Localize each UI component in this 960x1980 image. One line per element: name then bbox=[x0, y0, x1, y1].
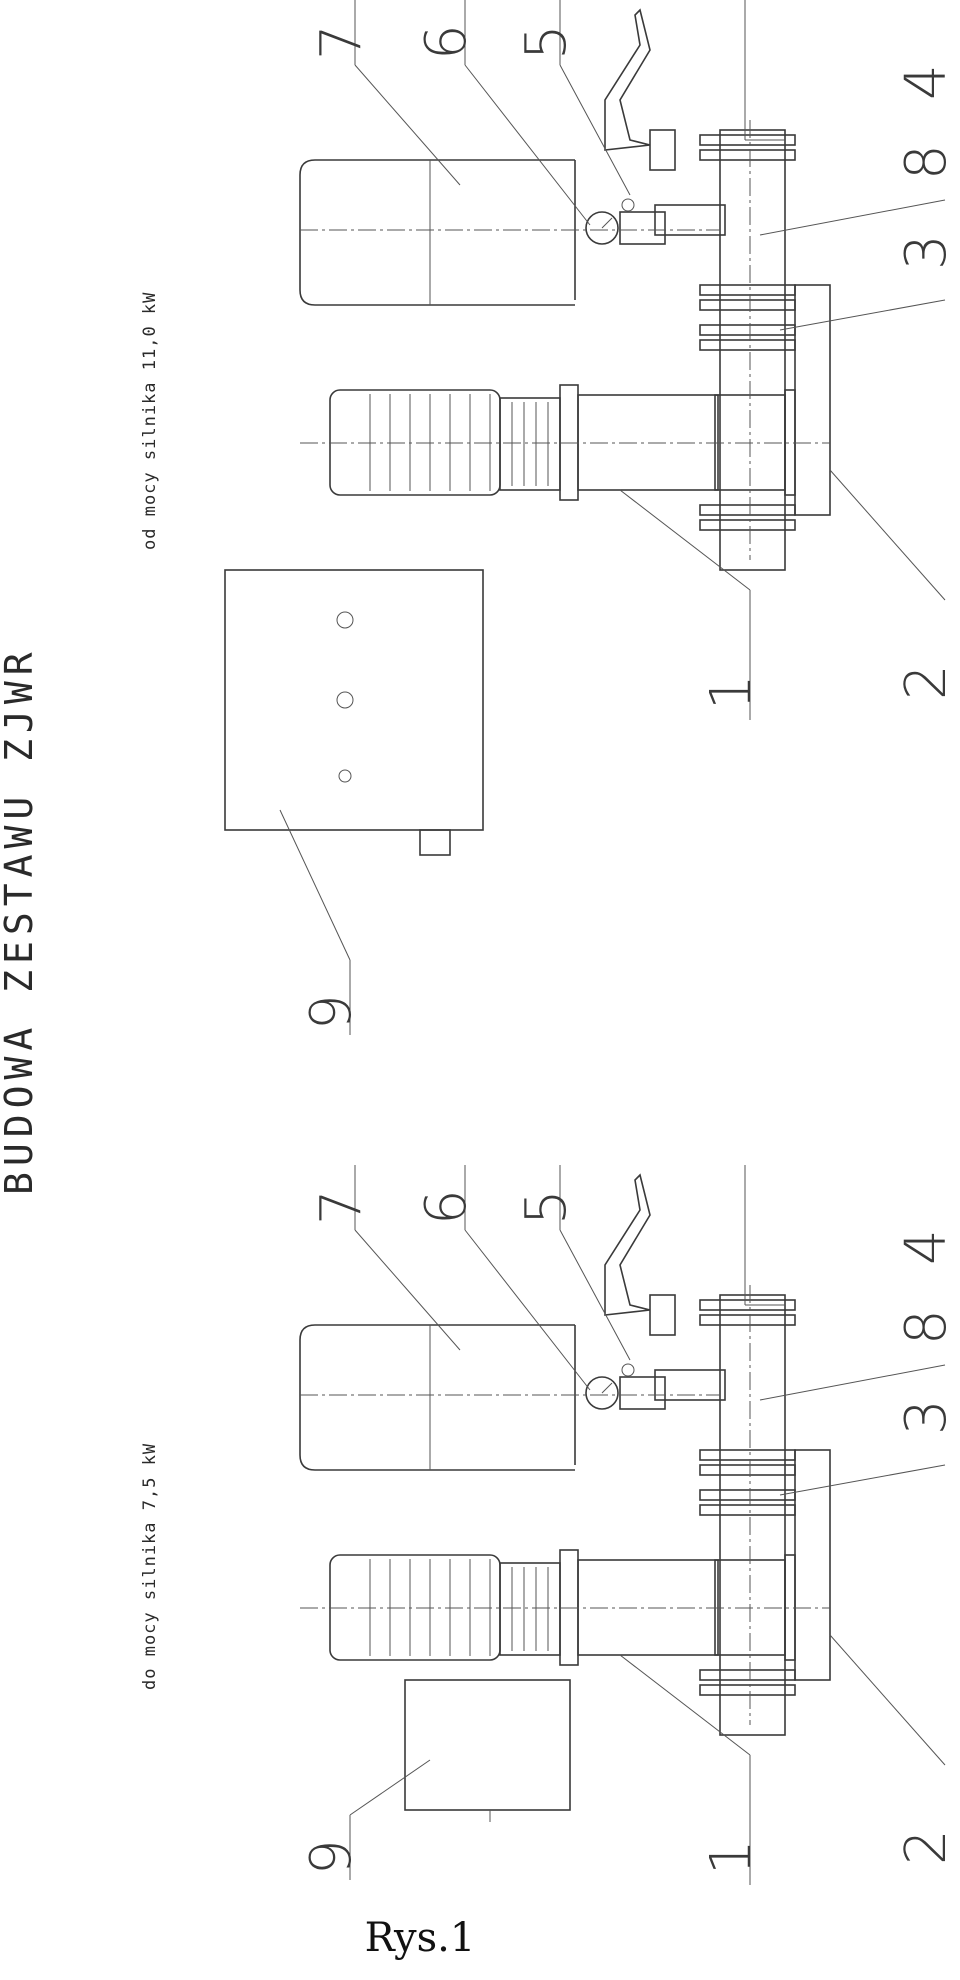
callout-8: 8 bbox=[894, 1309, 959, 1345]
callout-1: 1 bbox=[699, 674, 764, 710]
callout-9: 9 bbox=[299, 994, 364, 1030]
callout-2: 2 bbox=[894, 664, 959, 700]
assembly-small bbox=[299, 1173, 831, 1822]
callouts-large: 7 6 5 4 8 3 1 2 9 bbox=[299, 24, 959, 1030]
callout-5: 5 bbox=[514, 24, 579, 60]
callout-4: 4 bbox=[894, 1229, 959, 1265]
callout-6: 6 bbox=[414, 1189, 479, 1225]
callouts-small: 7 6 5 4 8 3 1 2 9 bbox=[299, 1189, 959, 1875]
callout-3: 3 bbox=[894, 1399, 959, 1435]
callout-6: 6 bbox=[414, 24, 479, 60]
drawing-title: BUDOWA ZESTAWU ZJWR bbox=[0, 646, 41, 1195]
callout-4: 4 bbox=[894, 64, 959, 100]
callout-8: 8 bbox=[894, 144, 959, 180]
callout-7: 7 bbox=[309, 1189, 374, 1225]
assembly-large bbox=[224, 8, 831, 856]
callout-1: 1 bbox=[699, 1839, 764, 1875]
variant-label-large: od mocy silnika 11,0 kW bbox=[140, 292, 160, 550]
callout-5: 5 bbox=[514, 1189, 579, 1225]
variant-label-small: do mocy silnika 7,5 kW bbox=[140, 1443, 160, 1690]
callout-3: 3 bbox=[894, 234, 959, 270]
figure-caption: Rys.1 bbox=[364, 1915, 476, 1961]
callout-7: 7 bbox=[309, 24, 374, 60]
callout-9: 9 bbox=[299, 1839, 364, 1875]
callout-2: 2 bbox=[894, 1829, 959, 1865]
